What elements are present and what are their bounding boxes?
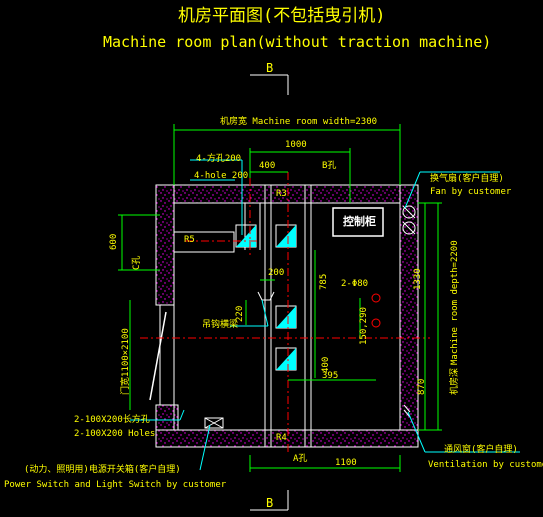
- holes2-en-label: 2-100X200 Holes: [74, 429, 156, 439]
- control-cabinet-label: 控制柜: [343, 215, 376, 228]
- phi-holes: [371, 293, 381, 328]
- c-hole-label: C孔: [132, 255, 142, 270]
- dim-870: 870: [417, 378, 427, 395]
- vent-en-label: Ventilation by customer: [428, 460, 543, 470]
- beam-right: [304, 184, 312, 448]
- depth-en-label: Machine room depth=2200: [450, 240, 460, 365]
- dim-1100: 1100: [335, 458, 357, 468]
- dim-150-290: 150,290: [359, 307, 369, 345]
- section-label-top: B: [266, 61, 274, 75]
- holes-cn-label: 4-方孔200: [196, 154, 242, 164]
- walls: [155, 184, 419, 448]
- dim-395: 395: [322, 371, 339, 381]
- dim-1000: 1000: [285, 140, 307, 150]
- b-hole-label: B孔: [322, 161, 337, 171]
- door-width-label: 门宽1100×2100: [121, 328, 131, 395]
- r4-label: R4: [276, 433, 287, 443]
- wall-bottom: [155, 429, 419, 448]
- hoist-beam-label: 吊钩横梁: [202, 320, 239, 330]
- beams: [244, 184, 312, 448]
- c-hole-slab: [173, 231, 235, 253]
- callout-lines: [130, 159, 520, 471]
- vent-marks: [403, 404, 411, 418]
- wall-left-upper: [155, 184, 175, 306]
- width-dimension: 机房宽 Machine room width=2300: [220, 117, 378, 127]
- door-opening: [149, 305, 175, 405]
- fan-en-label: Fan by customer: [430, 187, 512, 197]
- holes-en-label: 4-hole 200: [194, 171, 249, 181]
- hole-1: [236, 225, 256, 247]
- beam-left: [264, 184, 272, 448]
- section-markers: [250, 74, 289, 511]
- power-switch-box: [204, 417, 224, 429]
- dim-400-top: 400: [259, 161, 276, 171]
- hook-symbol: [257, 291, 275, 301]
- control-cabinet-box: [332, 207, 384, 237]
- depth-cn-label: 机房深: [450, 367, 460, 395]
- dimension-lines: [118, 124, 442, 472]
- switch-en-label: Power Switch and Light Switch by custome…: [4, 480, 227, 490]
- holes2-cn-label: 2-100X200长方孔: [74, 415, 150, 425]
- square-holes: [235, 224, 297, 371]
- r5-label: R5: [184, 235, 195, 245]
- dim-1330: 1330: [413, 268, 423, 290]
- r3-label: R3: [276, 189, 287, 199]
- dim-785: 785: [319, 273, 329, 290]
- vent-cn-label: 通风窗(客户自理): [444, 445, 518, 455]
- phi-label: 2-Φ80: [341, 279, 369, 289]
- dim-200: 200: [268, 268, 285, 278]
- title-cn: 机房平面图(不包括曳引机): [178, 6, 386, 26]
- a-hole-label: A孔: [293, 454, 308, 464]
- wall-top: [155, 184, 419, 204]
- fan-cn-label: 换气扇(客户自理): [430, 174, 504, 184]
- hole-4: [276, 348, 296, 370]
- wall-right: [399, 184, 419, 448]
- hole-2: [276, 225, 296, 247]
- dim-600: 600: [109, 233, 119, 250]
- centerlines: [140, 172, 430, 452]
- title-en: Machine room plan(without traction machi…: [103, 33, 492, 51]
- hole-3: [276, 306, 296, 328]
- section-label-bottom: B: [266, 496, 274, 510]
- switch-cn-label: (动力、照明用)电源开关箱(客户自理): [24, 465, 181, 475]
